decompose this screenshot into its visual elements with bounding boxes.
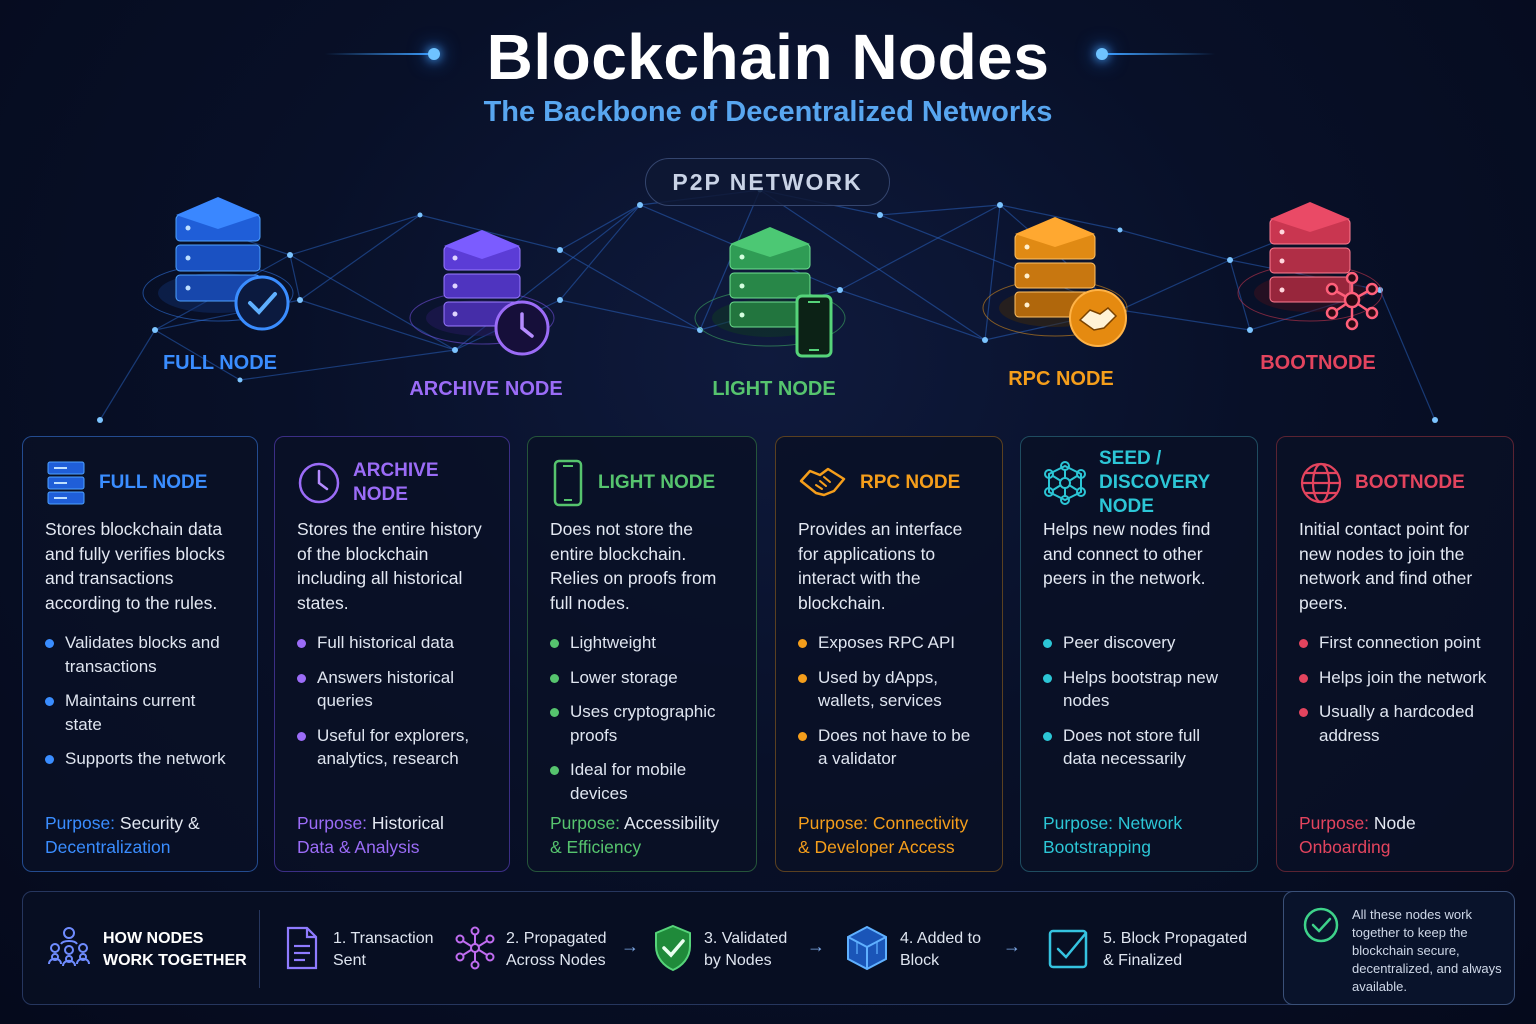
- card-bootnode: BOOTNODE Initial contact point for new n…: [1276, 436, 1514, 872]
- bullet-item: Answers historical queries: [297, 666, 487, 713]
- bullet-item: Exposes RPC API: [798, 631, 980, 655]
- bullet-item: Does not store full data necessarily: [1043, 724, 1235, 771]
- globe-icon: [1300, 462, 1342, 504]
- workflow-divider: [259, 910, 260, 988]
- workflow-arrow: →: [621, 936, 639, 956]
- card-bullets: Validates blocks and transactions Mainta…: [45, 631, 235, 771]
- network-mesh-icon: [455, 926, 495, 970]
- network-hub-icon: [1325, 271, 1379, 331]
- card-purpose: Purpose: Security & Decentralization: [45, 813, 200, 857]
- card-description: Provides an interface for applications t…: [798, 519, 963, 613]
- card-bullets: First connection point Helps join the ne…: [1299, 631, 1491, 747]
- card-title: FULL NODE: [99, 472, 208, 493]
- bullet-item: Helps join the network: [1299, 666, 1491, 690]
- bullet-item: Usually a hardcoded address: [1299, 700, 1491, 747]
- bullet-item: Used by dApps, wallets, services: [798, 666, 980, 713]
- bullet-item: Does not have to be a validator: [798, 724, 980, 771]
- card-bullets: Lightweight Lower storage Uses cryptogra…: [550, 631, 734, 805]
- card-rpc-node: RPC NODE Provides an interface for appli…: [775, 436, 1003, 872]
- card-purpose: Purpose: Historical Data & Analysis: [297, 813, 444, 857]
- summary-note: All these nodes work together to keep th…: [1283, 891, 1515, 1005]
- card-description: Helps new nodes find and connect to othe…: [1043, 519, 1211, 588]
- card-purpose: Purpose: Connectivity & Developer Access: [798, 813, 969, 857]
- page-title: Blockchain Nodes: [486, 21, 1050, 93]
- card-description: Stores blockchain data and fully verifie…: [45, 519, 225, 613]
- check-circle-icon: [1303, 907, 1339, 943]
- card-title: RPC NODE: [860, 472, 961, 493]
- card-light-node: LIGHT NODE Does not store the entire blo…: [527, 436, 757, 872]
- workflow-step-5: 5. Block Propagated& Finalized: [1103, 930, 1248, 969]
- title-decor-line-left: [325, 53, 435, 55]
- title-decor-dot-right: [1096, 48, 1108, 60]
- smartphone-icon: [553, 459, 583, 507]
- handshake-icon: [1069, 289, 1127, 347]
- bullet-item: Uses cryptographic proofs: [550, 700, 734, 747]
- server-stack-icon: [47, 461, 85, 505]
- bullet-item: Peer discovery: [1043, 631, 1235, 655]
- checkbox-icon: [1048, 929, 1088, 969]
- bullet-item: Lightweight: [550, 631, 734, 655]
- summary-note-text: All these nodes work together to keep th…: [1352, 907, 1502, 994]
- bullet-item: Validates blocks and transactions: [45, 631, 235, 678]
- hero-label-archive-node: ARCHIVE NODE: [409, 378, 563, 400]
- card-title: LIGHT NODE: [598, 472, 716, 493]
- title-decor-line-right: [1105, 53, 1215, 55]
- clock-icon: [494, 300, 550, 356]
- card-archive-node: ARCHIVE NODE Stores the entire history o…: [274, 436, 510, 872]
- bootnode-server-icon: [1237, 202, 1383, 322]
- card-description: Does not store the entire blockchain. Re…: [550, 519, 717, 613]
- card-purpose: Purpose: Node Onboarding: [1299, 813, 1416, 857]
- checkmark-circle-icon: [234, 275, 290, 331]
- handshake-icon: [799, 467, 846, 497]
- page-subtitle: The Backbone of Decentralized Networks: [483, 96, 1053, 128]
- bullet-item: Lower storage: [550, 666, 734, 690]
- bullet-item: Maintains current state: [45, 689, 235, 736]
- card-title: SEED / DISCOVERY NODE: [1099, 448, 1210, 517]
- card-bullets: Full historical data Answers historical …: [297, 631, 487, 771]
- card-bullets: Exposes RPC API Used by dApps, wallets, …: [798, 631, 980, 771]
- bullet-item: Useful for explorers, analytics, researc…: [297, 724, 487, 771]
- shield-check-icon: [655, 924, 691, 972]
- network-mesh-icon: [1044, 461, 1086, 505]
- hero-label-full-node: FULL NODE: [162, 352, 278, 374]
- title-decor-dot-left: [428, 48, 440, 60]
- p2p-network-label: P2P NETWORK: [645, 158, 890, 206]
- smartphone-icon: [795, 294, 833, 358]
- clock-icon: [298, 462, 340, 504]
- people-network-icon: [48, 927, 90, 967]
- cube-icon: [847, 925, 887, 971]
- card-purpose: Purpose: Accessibility & Efficiency: [550, 813, 720, 857]
- workflow-arrow: →: [1003, 936, 1021, 956]
- workflow-arrow: →: [807, 936, 825, 956]
- document-icon: [286, 926, 318, 970]
- hero-label-bootnode: BOOTNODE: [1260, 352, 1376, 374]
- hero-node-illustrations: [142, 197, 1383, 358]
- card-bullets: Peer discovery Helps bootstrap new nodes…: [1043, 631, 1235, 771]
- card-description: Initial contact point for new nodes to j…: [1299, 519, 1473, 613]
- bullet-item: First connection point: [1299, 631, 1491, 655]
- card-purpose: Purpose: Network Bootstrapping: [1043, 813, 1183, 857]
- hero-label-rpc-node: RPC NODE: [1008, 368, 1114, 390]
- card-seed-discovery-node: SEED / DISCOVERY NODE Helps new nodes fi…: [1020, 436, 1258, 872]
- hero-label-light-node: LIGHT NODE: [712, 378, 836, 400]
- bullet-item: Supports the network: [45, 747, 235, 771]
- bullet-item: Ideal for mobile devices: [550, 758, 734, 805]
- card-full-node: FULL NODE Stores blockchain data and ful…: [22, 436, 258, 872]
- rpc-node-server-icon: [982, 217, 1128, 337]
- p2p-network-background: [97, 187, 1438, 423]
- bullet-item: Full historical data: [297, 631, 487, 655]
- card-description: Stores the entire history of the blockch…: [297, 519, 482, 613]
- card-title: BOOTNODE: [1355, 472, 1465, 493]
- bullet-item: Helps bootstrap new nodes: [1043, 666, 1235, 713]
- card-title: ARCHIVE NODE: [353, 460, 439, 505]
